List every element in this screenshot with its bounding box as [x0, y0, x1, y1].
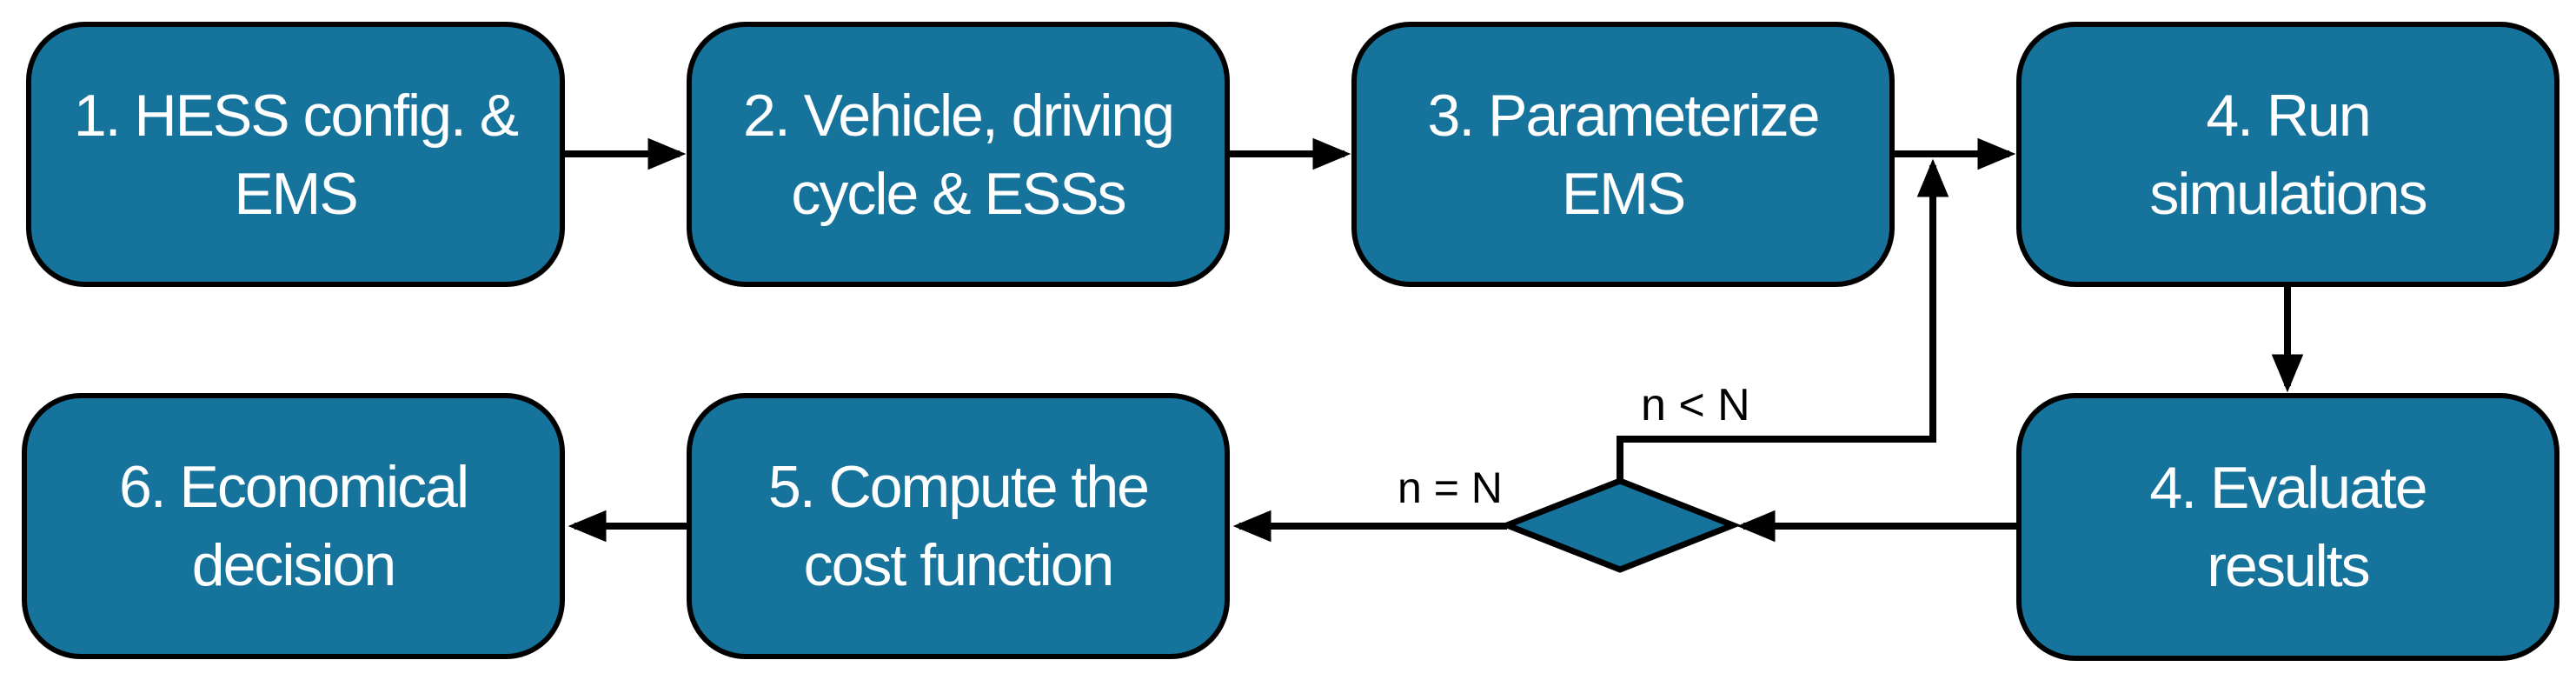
node-label-line: cycle & ESSs — [791, 160, 1126, 227]
node-label-line: 2. Vehicle, driving — [743, 82, 1175, 149]
node-vehicle-cycle-esss: 2. Vehicle, driving cycle & ESSs — [687, 22, 1230, 287]
node-compute-cost-function: 5. Compute the cost function — [687, 393, 1230, 659]
node-label-line: EMS — [234, 160, 358, 227]
decision-diamond — [1498, 477, 1742, 573]
node-label-line: cost function — [803, 532, 1115, 598]
node-label-line: 3. Parameterize — [1427, 82, 1821, 149]
node-label-line: results — [2207, 533, 2370, 599]
node-run-simulations: 4. Run simulations — [2016, 22, 2559, 287]
node-label-line: simulations — [2149, 160, 2427, 227]
node-label-line: 1. HESS config. & — [73, 82, 519, 149]
node-label-line: decision — [191, 532, 396, 598]
node-parameterize-ems: 3. Parameterize EMS — [1351, 22, 1895, 287]
node-economical-decision: 6. Economical decision — [22, 393, 565, 659]
edge-label-n-equals-N: n = N — [1398, 463, 1503, 512]
node-label-line: 4. Evaluate — [2149, 455, 2427, 521]
node-label-line: 4. Run — [2206, 82, 2371, 149]
arrow-feedback-loop — [1617, 158, 1949, 481]
node-label-line: 6. Economical — [118, 454, 469, 520]
node-evaluate-results: 4. Evaluate results — [2016, 393, 2559, 661]
node-label-line: EMS — [1561, 160, 1686, 227]
node-hess-config-ems: 1. HESS config. & EMS — [26, 22, 565, 287]
node-label-line: 5. Compute the — [768, 454, 1150, 520]
edge-label-n-less-than-N: n < N — [1641, 380, 1750, 430]
